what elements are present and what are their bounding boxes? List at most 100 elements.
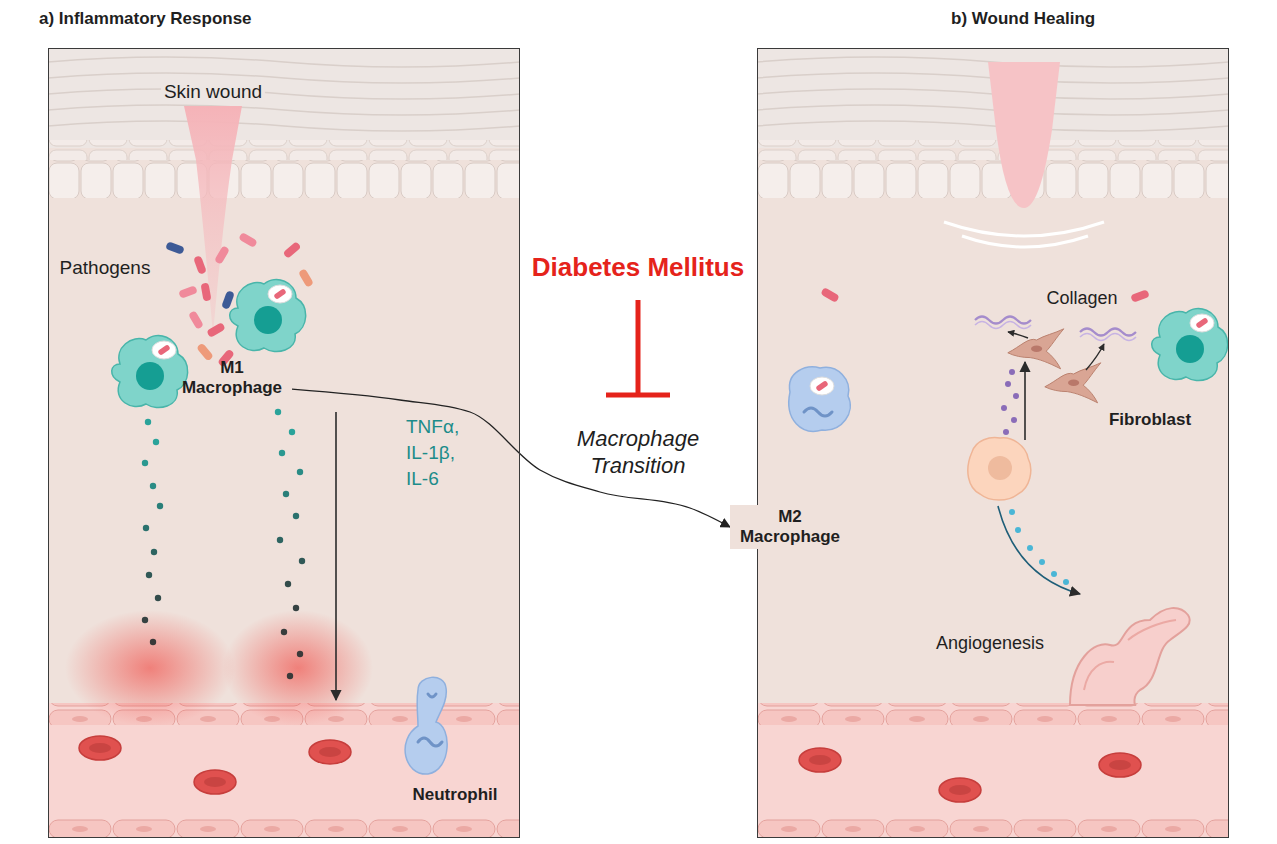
m2-macrophage: [968, 438, 1031, 500]
fibroblast-cell: [1045, 363, 1101, 403]
fibroblast-cell: [1008, 329, 1064, 369]
macrophage-cell: [1152, 309, 1228, 381]
inflammation-scene: [48, 48, 520, 838]
m1-macrophage: [152, 341, 176, 359]
new-vessel: [1070, 608, 1190, 705]
angiogenic-dots: [1015, 527, 1021, 533]
inflammation-scene: [48, 48, 520, 838]
cell-label: M2 Macrophage: [734, 507, 846, 548]
red-blood-cell: [194, 770, 236, 794]
inflammation-glow: [223, 610, 373, 726]
m1-macrophage: [268, 285, 292, 303]
cytokine-dots: [142, 460, 148, 466]
cell-name: Neutrophil: [413, 785, 498, 805]
pathogen: [298, 268, 314, 288]
pathogen: [196, 343, 214, 362]
m1-macrophage: [157, 344, 171, 356]
m2-macrophage: [968, 438, 1031, 500]
cytokine-dots: [293, 605, 299, 611]
inflammation-glow: [65, 610, 235, 726]
red-blood-cell: [309, 740, 351, 764]
healing-wound: [988, 62, 1060, 208]
growth-factor-dots: [1013, 393, 1019, 399]
red-blood-cell: [79, 736, 351, 794]
inhibition-symbol: [606, 300, 670, 395]
red-blood-cell: [799, 748, 841, 772]
pathogen: [165, 241, 185, 255]
cytokine-dots: [277, 537, 283, 543]
cytokine-dots: [143, 525, 149, 531]
angiogenic-dots: [1039, 559, 1045, 565]
cell-label: M1 Macrophage: [176, 358, 288, 399]
structure-label: Pathogens: [60, 257, 151, 280]
pathogen: [178, 285, 198, 299]
pathogen: [1130, 289, 1150, 303]
angiogenic-dots: [1063, 579, 1069, 585]
growth-factor-dots: [1009, 369, 1015, 375]
growth-factor-dots: [1011, 417, 1017, 423]
healing-scene: [757, 48, 1229, 838]
structure-label: Skin wound: [161, 81, 265, 104]
cell-label-box: M1 Macrophage: [172, 356, 292, 401]
cytokine-dots: [142, 617, 148, 623]
healing-lines: [944, 222, 1104, 247]
neutrophil-cell: [804, 408, 832, 416]
growth-factor-dots: [1005, 381, 1011, 387]
panel-heading: b) Wound Healing: [951, 9, 1095, 29]
connector-label: Macrophage Transition: [553, 425, 723, 479]
connector-group: [292, 389, 730, 527]
cytokine-dots: [287, 673, 293, 679]
cytokine-dots: [281, 629, 287, 635]
panel-heading: a) Inflammatory Response: [39, 9, 252, 29]
macrophage-cell: [1190, 314, 1214, 332]
cytokine-dots: [146, 572, 152, 578]
cytokine-dots: [151, 549, 157, 555]
secretion-arrow: [1024, 362, 1026, 440]
m1-macrophage: [112, 336, 188, 408]
growth-factor-dots: [1001, 405, 1007, 411]
pathogen: [820, 287, 840, 303]
new-vessel: [1084, 620, 1176, 690]
cytokine-dots: [157, 503, 163, 509]
fibroblast-cell: [1008, 329, 1104, 403]
fibroblast-cell: [1008, 332, 1028, 338]
neutrophil-cell: [815, 380, 829, 392]
cytokine-dots: [153, 439, 159, 445]
pathogen: [283, 241, 302, 259]
m1-macrophage: [230, 280, 306, 352]
m2-macrophage: [988, 456, 1012, 480]
cytokine-dots: [142, 409, 305, 679]
neutrophil-cell: [789, 367, 850, 431]
m1-macrophage: [112, 280, 306, 408]
cytokine-dots: [289, 429, 295, 435]
cytokine-dots: [145, 419, 151, 425]
fibroblast-cell: [1086, 344, 1104, 370]
pathogen: [188, 310, 204, 330]
process-label: Angiogenesis: [936, 633, 1044, 655]
red-blood-cell: [799, 748, 1141, 802]
neutrophil-cell: [405, 677, 447, 774]
cytokine-dots: [150, 639, 156, 645]
red-blood-cell: [939, 778, 981, 802]
red-blood-cell: [1099, 753, 1141, 777]
red-blood-cell: [79, 736, 121, 760]
neutrophil-cell: [418, 694, 442, 746]
cytokine-dots: [283, 491, 289, 497]
cytokine-dots: [279, 450, 285, 456]
growth-factor-dots: [1001, 369, 1019, 435]
cytokine-dots: [275, 409, 281, 415]
collagen-fiber: [975, 322, 1031, 329]
cytokine-dots: [285, 581, 291, 587]
cytokine-dots: [299, 558, 305, 564]
secretion-arrow: [998, 506, 1080, 594]
cytokine-dots: [155, 595, 161, 601]
cytokine-dots: [297, 469, 303, 475]
m1-macrophage: [273, 288, 287, 300]
cell-label-box: M2 Macrophage: [730, 505, 850, 550]
pathogen: [214, 245, 230, 265]
macrophage-cell: [1195, 317, 1209, 329]
cell-name: Fibroblast: [1109, 410, 1191, 430]
cytokine-dots: [293, 513, 299, 519]
